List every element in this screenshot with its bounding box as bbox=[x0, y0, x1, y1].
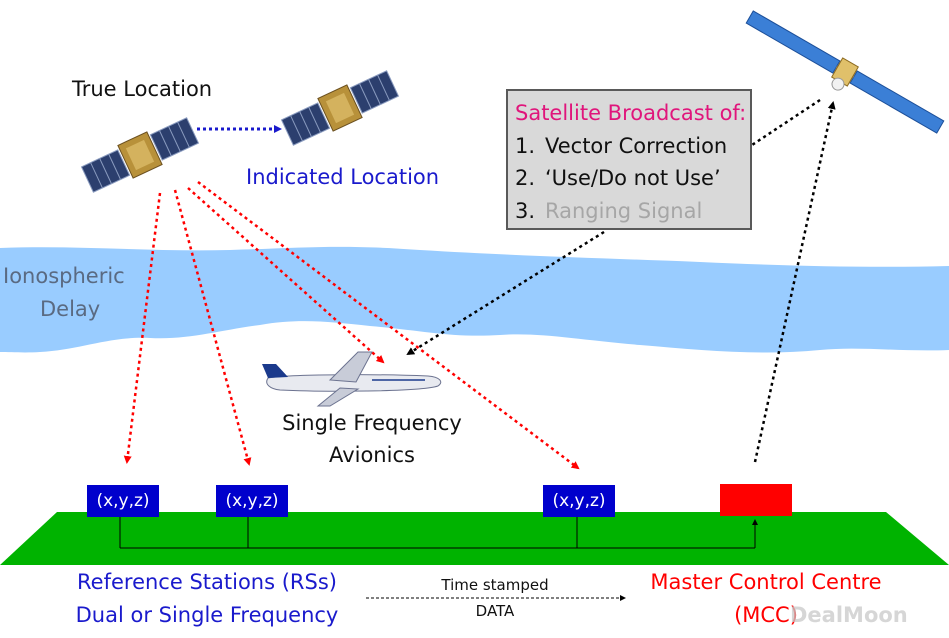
ionospheric-delay-label-2: Delay bbox=[40, 297, 101, 321]
ionospheric-delay-label-1: Ionospheric bbox=[3, 264, 125, 288]
ionosphere-band bbox=[0, 246, 949, 353]
range-arrow-aircraft bbox=[187, 187, 385, 364]
broadcast-box: Satellite Broadcast of: 1.Vector Correct… bbox=[506, 89, 752, 230]
reference-station-3: (x,y,z) bbox=[543, 485, 615, 517]
range-arrow-rs3 bbox=[197, 181, 580, 470]
reference-stations-label-1: Reference Stations (RSs) bbox=[77, 570, 337, 594]
ground-strip bbox=[0, 512, 949, 565]
reference-stations-label-2: Dual or Single Frequency bbox=[75, 603, 339, 627]
satellite-indicated-icon bbox=[280, 70, 400, 146]
data-label-2: DATA bbox=[475, 602, 515, 620]
avionics-label-1: Single Frequency bbox=[282, 411, 462, 435]
range-arrow-rs2 bbox=[173, 189, 252, 466]
mcc-label-2: (MCC) bbox=[734, 603, 798, 627]
avionics-label-2: Avionics bbox=[329, 443, 415, 467]
airplane-icon bbox=[262, 351, 442, 407]
broadcast-item: 1.Vector Correction bbox=[515, 133, 728, 158]
reference-station-1: (x,y,z) bbox=[87, 485, 159, 517]
geo-downlink-line bbox=[751, 98, 821, 147]
mcc-label-1: Master Control Centre bbox=[650, 570, 882, 594]
reference-station-2: (x,y,z) bbox=[216, 485, 288, 517]
master-control-centre-box bbox=[720, 484, 792, 516]
rs-network bbox=[119, 517, 758, 549]
indicated-location-label: Indicated Location bbox=[246, 165, 440, 189]
uplink-arrow bbox=[753, 101, 836, 463]
broadcast-item: 2.‘Use/Do not Use’ bbox=[515, 166, 721, 190]
data-label-1: Time stamped bbox=[441, 576, 549, 594]
geo-satellite-icon bbox=[745, 10, 945, 134]
watermark: DealMoon bbox=[790, 603, 908, 627]
true-location-label: True Location bbox=[72, 77, 213, 101]
broadcast-item: 3.Ranging Signal bbox=[515, 198, 703, 223]
broadcast-title: Satellite Broadcast of: bbox=[515, 101, 747, 125]
satellite-true-icon bbox=[80, 117, 200, 193]
